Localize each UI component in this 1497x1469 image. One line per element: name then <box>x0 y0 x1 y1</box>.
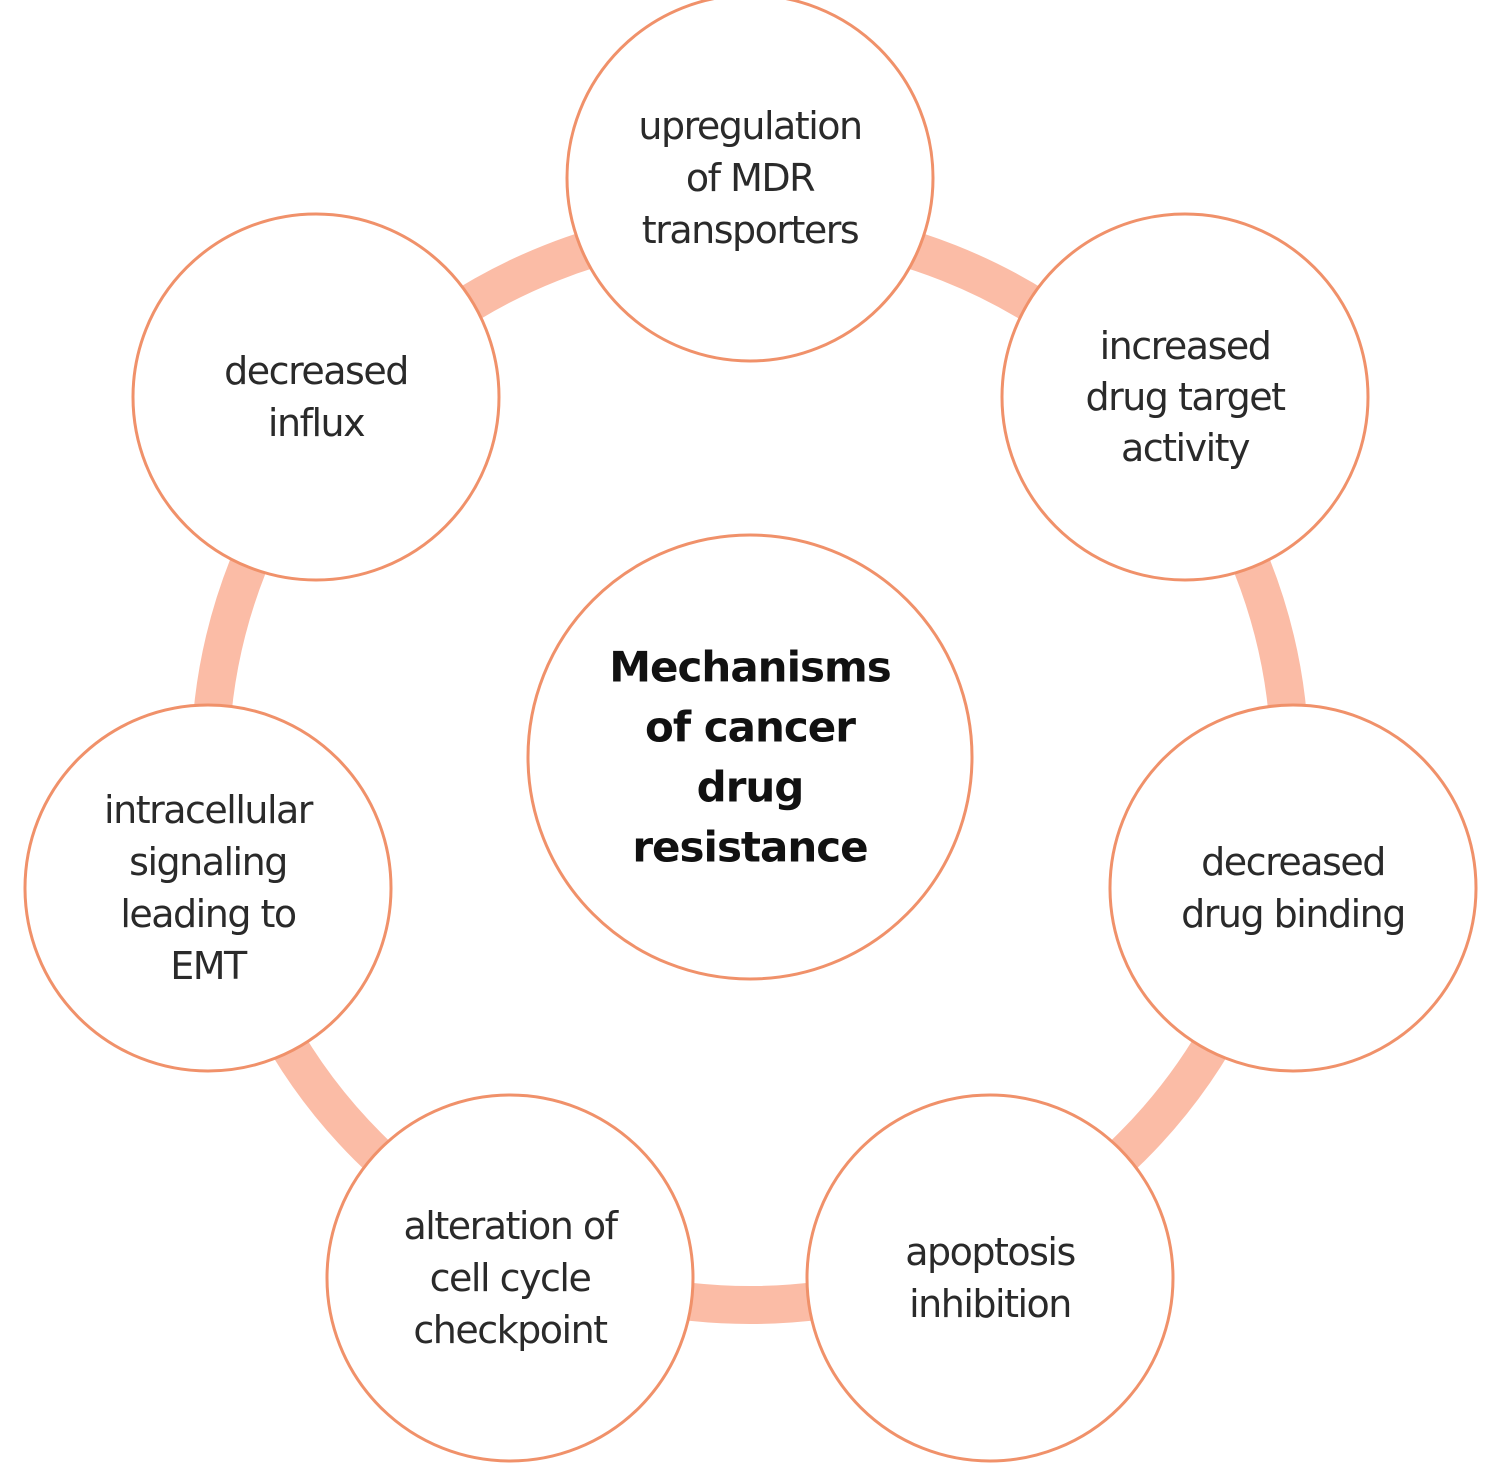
node-label: upregulation of MDR transporters <box>638 104 861 252</box>
node-circle <box>1108 703 1478 1073</box>
label-line: of cancer <box>645 703 856 752</box>
label-line: alteration of <box>403 1204 619 1248</box>
node-drug-target-activity: increased drug target activity <box>1000 212 1370 582</box>
node-decreased-influx: decreased influx <box>131 212 501 582</box>
node-circle <box>805 1093 1175 1463</box>
label-line: decreased <box>1201 840 1385 884</box>
label-line: increased <box>1100 324 1271 368</box>
center-title: Mechanisms of cancer drug resistance <box>609 643 890 872</box>
label-line: checkpoint <box>413 1308 607 1352</box>
label-line: drug binding <box>1181 892 1405 936</box>
label-line: EMT <box>170 944 248 988</box>
node-mdr-transporters: upregulation of MDR transporters <box>565 0 935 363</box>
label-line: influx <box>268 401 365 445</box>
label-line: signaling <box>129 840 287 884</box>
label-line: Mechanisms <box>609 643 890 692</box>
node-label: alteration of cell cycle checkpoint <box>403 1204 619 1352</box>
label-line: decreased <box>224 349 408 393</box>
node-circle <box>325 1093 695 1463</box>
label-line: drug target <box>1085 375 1285 419</box>
node-label: apoptosis inhibition <box>905 1230 1075 1326</box>
node-apoptosis-inhibition: apoptosis inhibition <box>805 1093 1175 1463</box>
center-node: Mechanisms of cancer drug resistance <box>526 533 974 981</box>
node-label: decreased drug binding <box>1181 840 1405 936</box>
label-line: transporters <box>642 208 858 252</box>
label-line: activity <box>1121 426 1250 470</box>
node-circle <box>1000 212 1370 582</box>
node-circle <box>565 0 935 363</box>
label-line: of MDR <box>686 156 815 200</box>
label-line: apoptosis <box>905 1230 1075 1274</box>
outer-nodes: upregulation of MDR transporters increased d… <box>23 0 1478 1463</box>
label-line: inhibition <box>909 1282 1071 1326</box>
node-cell-cycle-checkpoint: alteration of cell cycle checkpoint <box>325 1093 695 1463</box>
label-line: cell cycle <box>430 1256 591 1300</box>
node-circle <box>23 703 393 1073</box>
node-label: decreased influx <box>224 349 408 445</box>
node-label: intracellular signaling leading to EMT <box>104 788 314 988</box>
node-emt-signaling: intracellular signaling leading to EMT <box>23 703 393 1073</box>
node-drug-binding: decreased drug binding <box>1108 703 1478 1073</box>
center-circle <box>526 533 974 981</box>
label-line: drug <box>697 763 804 812</box>
label-line: leading to <box>120 892 296 936</box>
node-label: increased drug target activity <box>1085 324 1285 470</box>
label-line: upregulation <box>638 104 861 148</box>
label-line: intracellular <box>104 788 314 832</box>
node-circle <box>131 212 501 582</box>
label-line: resistance <box>632 823 867 872</box>
